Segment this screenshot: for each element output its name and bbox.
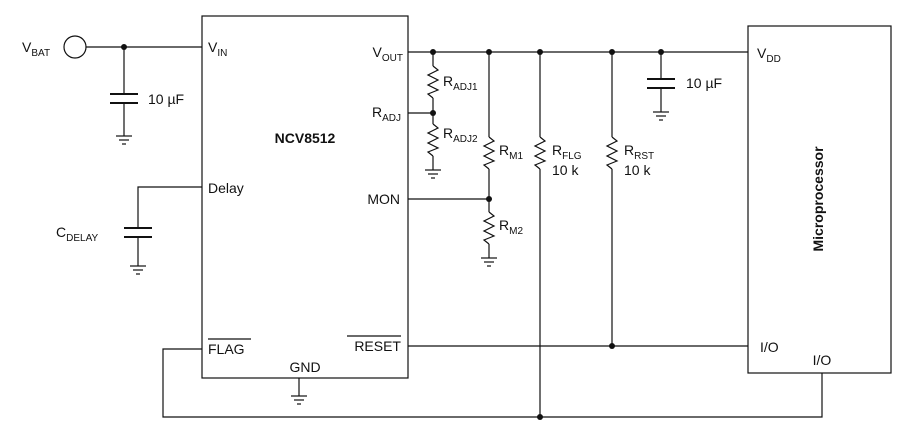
resistor-radj1-icon [426, 65, 440, 99]
vbat-label: VBAT [22, 39, 50, 59]
junction-dots [121, 44, 664, 420]
pin-reset-label: RESET [354, 338, 401, 354]
ground-icon [653, 111, 669, 121]
ground-icon [130, 265, 146, 275]
rm1-label: RM1 [499, 142, 523, 162]
capacitor-cdelay-icon [124, 227, 152, 238]
ground-icon [291, 395, 307, 405]
radj2-label: RADJ2 [443, 125, 478, 145]
rrst-value-label: 10 k [624, 162, 651, 178]
ground-icon [481, 257, 497, 267]
ic-name-label: NCV8512 [275, 130, 336, 146]
pin-mon-label: MON [367, 191, 400, 207]
rflg-value-label: 10 k [552, 162, 579, 178]
capacitor-cout-icon [647, 78, 675, 89]
ground-icon [116, 135, 132, 145]
cdelay-label: CDELAY [56, 224, 99, 244]
radj1-label: RADJ1 [443, 73, 478, 93]
mcu-io-1-label: I/O [760, 339, 779, 355]
cin-value-label: 10 µF [148, 91, 184, 107]
mcu-io-2-label: I/O [813, 352, 832, 368]
cout-value-label: 10 µF [686, 75, 722, 91]
resistor-rm1-icon [482, 136, 496, 170]
wires [86, 46, 823, 418]
resistor-radj2-icon [426, 123, 440, 157]
mcu-name-label: Microprocessor [810, 146, 826, 252]
resistor-rflg-icon [533, 136, 547, 170]
rm2-label: RM2 [499, 217, 523, 237]
mcu-vdd-label: VDD [757, 45, 781, 65]
pin-vin-label: VIN [208, 39, 227, 59]
ncv8512-block [201, 15, 409, 379]
pin-flag-label: FLAG [208, 341, 245, 357]
resistor-rm2-icon [482, 211, 496, 245]
resistor-rrst-icon [605, 136, 619, 170]
microprocessor-block [747, 25, 892, 374]
ground-icon [425, 169, 441, 179]
pin-radj-label: RADJ [372, 104, 401, 124]
vbat-terminal-icon [63, 35, 87, 59]
pin-gnd-label: GND [289, 359, 320, 375]
pin-delay-label: Delay [208, 180, 244, 196]
rrst-label: RRST [624, 142, 654, 162]
pin-vout-label: VOUT [373, 44, 403, 64]
capacitor-cin-icon [110, 93, 138, 104]
rflg-label: RFLG [552, 142, 582, 162]
